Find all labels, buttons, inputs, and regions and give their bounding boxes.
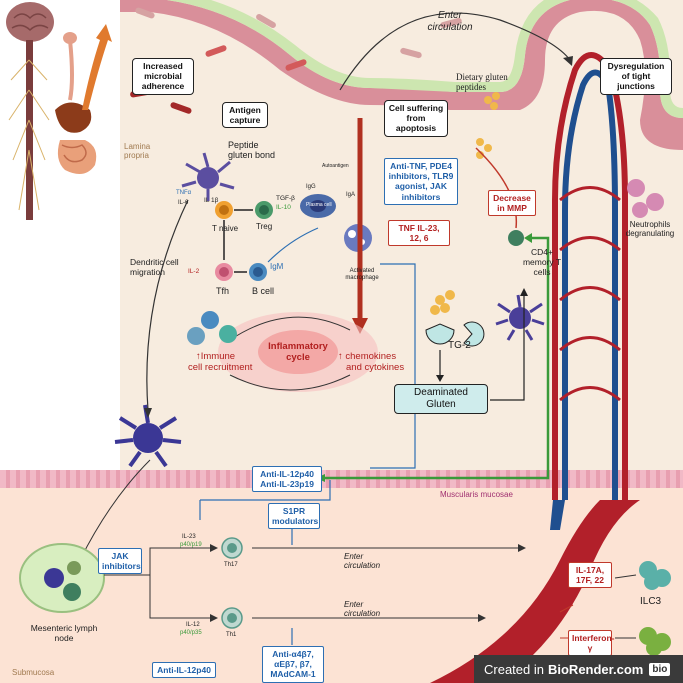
cell-suffering-box: Cell suffering from apoptosis xyxy=(384,100,448,137)
tg2-label: TG-2 xyxy=(448,340,471,351)
enter-circulation-top-label: Enter circulation xyxy=(427,10,473,33)
tnf-small-label: TNFα xyxy=(176,190,192,196)
immune-recruitment-label-2: cell recruitment xyxy=(188,362,253,373)
vein-villus xyxy=(562,69,618,500)
increased-adherence-box: Increased microbial adherence xyxy=(132,58,194,95)
neutrophil-icon xyxy=(627,179,664,218)
brain-icon xyxy=(6,2,54,220)
footer-brand: BioRender.com xyxy=(547,661,644,677)
tnf-il-box: TNF IL-23, 12, 6 xyxy=(388,220,450,247)
p40p35-label: p40/p35 xyxy=(180,630,202,636)
biorender-logo-icon: bio xyxy=(649,662,671,676)
submucosa-label: Submucosa xyxy=(12,668,55,677)
lamina-propria-label: Lamina propria xyxy=(124,142,151,161)
deaminated-gluten-box: Deaminated Gluten xyxy=(394,384,488,414)
autoantigen-label: Autoantigen xyxy=(322,163,349,169)
th1-label: Th1 xyxy=(226,632,237,638)
il23-label: IL-23 xyxy=(182,534,196,540)
biorender-footer: Created in BioRender.com bio xyxy=(474,655,683,683)
cd4-memory-cell-icon xyxy=(508,230,524,246)
dendritic-cell-migrating-icon xyxy=(114,404,182,468)
p40p19-label: p40/p19 xyxy=(180,542,202,548)
chemokines-label-1: ↑ chemokines xyxy=(338,351,397,362)
iga-label: IgA xyxy=(346,192,356,198)
dendritic-cell-icon xyxy=(181,152,235,201)
digestive-organs-icon xyxy=(55,24,112,174)
anti-il12-line-1: Anti-IL-12p40 xyxy=(260,469,314,479)
anti-il12-bottom-box: Anti-IL-12p40 xyxy=(152,662,216,679)
igg-label: IgG xyxy=(306,184,316,190)
epithelium-layer xyxy=(120,0,683,150)
tfh-label: Tfh xyxy=(216,286,230,296)
il6-small-label: IL-6 xyxy=(178,200,189,206)
treg-label: Treg xyxy=(256,222,273,231)
immune-recruitment-label-1: ↑Immune xyxy=(196,351,236,362)
interferon-cell-icon xyxy=(639,627,671,656)
anti-a4b7-box: Anti-α4β7, αEβ7, β7, MAdCAM-1 xyxy=(262,646,324,683)
th17-label: Th17 xyxy=(224,562,238,568)
plasma-cell-label: Plasma cell xyxy=(306,202,332,208)
dietary-gluten-label: Dietary gluten peptides xyxy=(456,72,508,93)
b-cell-label: B cell xyxy=(252,286,275,296)
enter-circulation-1-label: Enter circulation xyxy=(344,552,381,571)
artery-villus xyxy=(552,52,628,500)
anti-il12-box: Anti-IL-12p40 Anti-IL-23p19 xyxy=(252,466,322,493)
dendritic-migration-label: Dendritic cell migration xyxy=(130,257,179,277)
antigen-capture-box: Antigen capture xyxy=(222,102,268,129)
enter-circulation-2-label: Enter circulation xyxy=(344,600,381,619)
immune-cells-icon xyxy=(201,311,219,329)
il1b-label: IL 1β xyxy=(204,197,219,204)
submucosal-artery xyxy=(430,500,640,683)
il2-label: IL-2 xyxy=(188,268,200,275)
dendritic-cell-right-icon xyxy=(495,294,545,341)
mesenteric-label: Mesenteric lymph node xyxy=(30,623,98,643)
jak-inhibitors-box: JAK inhibitors xyxy=(98,548,142,575)
il10-label: IL-10 xyxy=(276,204,291,211)
tg2-enzyme-icon xyxy=(425,321,485,347)
il17-box: IL-17A, 17F, 22 xyxy=(568,562,612,589)
enter-circulation-arrow xyxy=(339,12,571,91)
peptide-bond-label: Peptide gluten bond xyxy=(228,140,276,161)
t-naive-label: T naive xyxy=(212,224,239,233)
cd4-memory-label: CD4+ memory T cells xyxy=(522,247,562,277)
submucosal-vein xyxy=(550,500,565,530)
interferon-box: Interferon-γ xyxy=(568,630,615,657)
dysregulation-box: Dysregulation of tight junctions xyxy=(600,58,672,95)
neutrophils-label: Neutrophils degranulating xyxy=(625,220,675,239)
bacteria-icon xyxy=(130,7,462,114)
muscularis-label: Muscularis mucosae xyxy=(440,490,513,499)
green-arrow xyxy=(320,236,550,480)
il12-label: IL-12 xyxy=(186,622,200,628)
brush-border xyxy=(166,0,683,118)
igm-label: IgM xyxy=(270,262,284,271)
tgfb-label: TGF-β xyxy=(276,195,295,202)
anti-tnf-box: Anti-TNF, PDE4 inhibitors, TLR9 agonist,… xyxy=(384,158,458,205)
s1pr-box: S1PR modulators xyxy=(268,503,320,530)
decrease-mmp-box: Decrease in MMP xyxy=(488,190,536,217)
chemokines-label-2: and cytokines xyxy=(346,362,405,373)
ilc3-label: ILC3 xyxy=(640,596,662,607)
anti-il12-line-2: Anti-IL-23p19 xyxy=(260,479,314,490)
inflammatory-cycle-label: Inflammatory cycle xyxy=(268,341,328,363)
ilc3-cell-icon xyxy=(639,561,671,590)
footer-created: Created in xyxy=(484,661,544,677)
activated-macrophage-label: Activated macrophage xyxy=(345,268,379,281)
left-organ-area xyxy=(0,0,120,470)
